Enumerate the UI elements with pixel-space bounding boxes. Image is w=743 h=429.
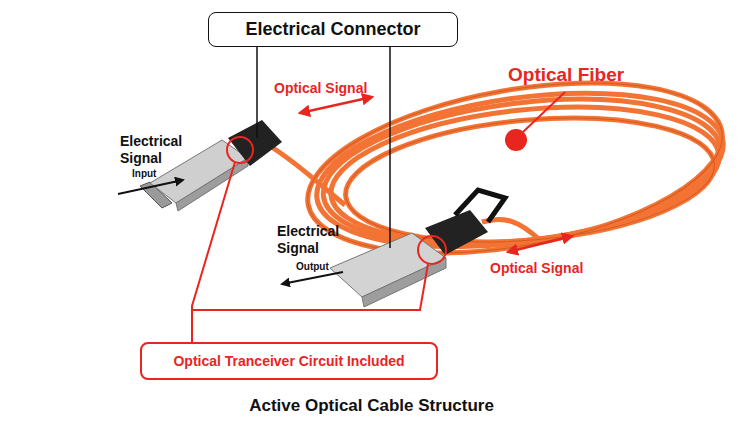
signal-label: Electrical Signal (120, 133, 200, 167)
connector-boot (425, 210, 488, 255)
highlight-circle (418, 236, 446, 264)
fiber-loop (307, 70, 733, 270)
fiber-loop (340, 104, 719, 256)
pull-tab (455, 190, 505, 222)
bracket-line (192, 162, 235, 342)
fiber-edge (340, 104, 719, 256)
signal-label: Electrical Signal (277, 223, 357, 257)
signal-label: Optical Signal (274, 80, 367, 97)
input-arrow (118, 180, 183, 194)
signal-direction: Input (132, 168, 156, 180)
signal-label: Optical Signal (490, 260, 583, 277)
connector-side (176, 158, 248, 211)
part-label: Optical Fiber (508, 64, 624, 87)
leader-line (256, 47, 258, 138)
fiber-coil (270, 55, 735, 282)
output-arrow (282, 272, 343, 284)
highlight-circle (227, 137, 253, 163)
box-text: Optical Tranceiver Circuit Included (173, 353, 404, 369)
box-text: Electrical Connector (245, 19, 420, 40)
connector-side (362, 258, 446, 307)
callout-box: Optical Tranceiver Circuit Included (140, 342, 438, 380)
figure-caption: Active Optical Cable Structure (0, 396, 743, 416)
connector-boot (228, 120, 282, 166)
signal-arrow (300, 97, 372, 113)
leader-line (523, 92, 565, 132)
signal-arrow (508, 236, 572, 252)
signal-direction: Output (296, 261, 329, 273)
fiber-loop (315, 79, 729, 265)
callout-box: Electrical Connector (208, 12, 458, 47)
leader-line (389, 47, 391, 248)
